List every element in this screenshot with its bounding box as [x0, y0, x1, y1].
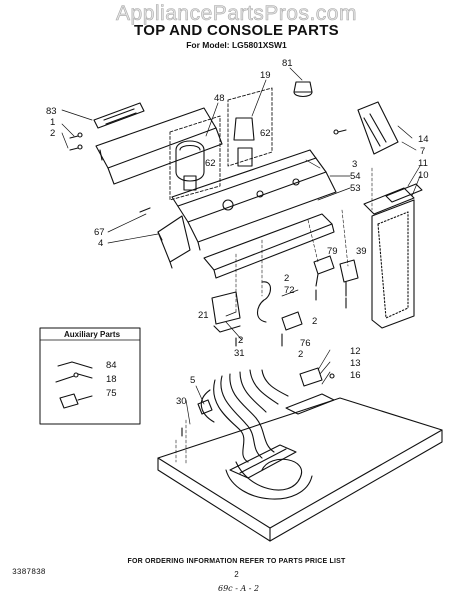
- callout-21: 21: [198, 310, 209, 321]
- callout-2-switch: 2: [312, 316, 317, 327]
- callout-12: 12: [350, 346, 361, 357]
- console-panel: [171, 149, 337, 251]
- callout-5: 5: [190, 375, 195, 386]
- part-19-switch: [233, 117, 255, 167]
- callout-2-buzzer: 2: [238, 335, 243, 346]
- aux-callout-75: 75: [106, 388, 117, 399]
- callout-39: 39: [356, 246, 367, 257]
- part-72-wire: [256, 281, 272, 323]
- page-number: 2: [234, 570, 239, 579]
- callout-2-connector: 2: [298, 349, 303, 360]
- part-83-light-cover: [93, 102, 145, 129]
- part-81-knob: [293, 81, 313, 98]
- callout-30: 30: [176, 396, 187, 407]
- callout-53: 53: [350, 183, 361, 194]
- part-5-clip: [197, 399, 213, 415]
- part-39-switch: [339, 259, 359, 297]
- revision-mark: 69c - A - 2: [218, 584, 260, 593]
- page-title: TOP AND CONSOLE PARTS: [134, 22, 339, 39]
- callout-83: 83: [46, 106, 57, 117]
- callout-72: 72: [284, 285, 295, 296]
- callout-76: 76: [300, 338, 311, 349]
- part-79-thermostat: [313, 255, 335, 287]
- dryer-top-panel: [157, 393, 443, 542]
- callout-1: 1: [50, 117, 55, 128]
- callout-54: 54: [350, 171, 361, 182]
- part-4-end-cap: [157, 215, 191, 269]
- callout-81: 81: [282, 58, 293, 69]
- callout-13: 13: [350, 358, 361, 369]
- callout-62-timer: 62: [205, 158, 216, 169]
- callout-79: 79: [327, 246, 338, 257]
- part-48-timer: [175, 140, 205, 191]
- wire-harness: [200, 369, 313, 500]
- part-10-lint-filter: [363, 187, 415, 329]
- callout-31: 31: [234, 348, 245, 359]
- aux-callout-18: 18: [106, 374, 117, 385]
- callout-2-wire: 2: [284, 273, 289, 284]
- console-lower-bracket: [203, 213, 335, 279]
- callout-67: 67: [94, 227, 105, 238]
- callout-16: 16: [350, 370, 361, 381]
- part-12-bracket: [299, 367, 335, 387]
- callout-10: 10: [418, 170, 429, 181]
- part-76-connector: [281, 311, 303, 331]
- part-7-end-cap: [357, 101, 399, 155]
- callout-62-switch: 62: [260, 128, 271, 139]
- aux-part-18: [55, 372, 93, 383]
- part-21-buzzer: [211, 291, 241, 333]
- callout-7: 7: [420, 146, 425, 157]
- screws: [69, 129, 347, 437]
- callout-48: 48: [214, 93, 225, 104]
- callout-14: 14: [418, 134, 429, 145]
- console-rear-guard: [95, 107, 223, 185]
- auxiliary-parts-title: Auxiliary Parts: [64, 330, 121, 339]
- callout-19: 19: [260, 70, 271, 81]
- callout-labels: 83 1 2 48 19 81 62 62 14 7 11 10 3 54 53…: [46, 58, 429, 407]
- part-11-lint-screen: [385, 183, 423, 203]
- ordering-note: FOR ORDERING INFORMATION REFER TO PARTS …: [127, 558, 346, 565]
- callout-2: 2: [50, 128, 55, 139]
- aux-callout-84: 84: [106, 360, 117, 371]
- watermark-text: AppliancePartsPros.com: [116, 2, 357, 26]
- model-subtitle: For Model: LG5801XSW1: [186, 40, 287, 50]
- aux-part-84: [57, 361, 93, 369]
- aux-part-75: [59, 393, 93, 409]
- callout-4: 4: [98, 238, 103, 249]
- callout-11: 11: [418, 158, 428, 169]
- document-number: 3387838: [12, 568, 46, 577]
- callout-3: 3: [352, 159, 357, 170]
